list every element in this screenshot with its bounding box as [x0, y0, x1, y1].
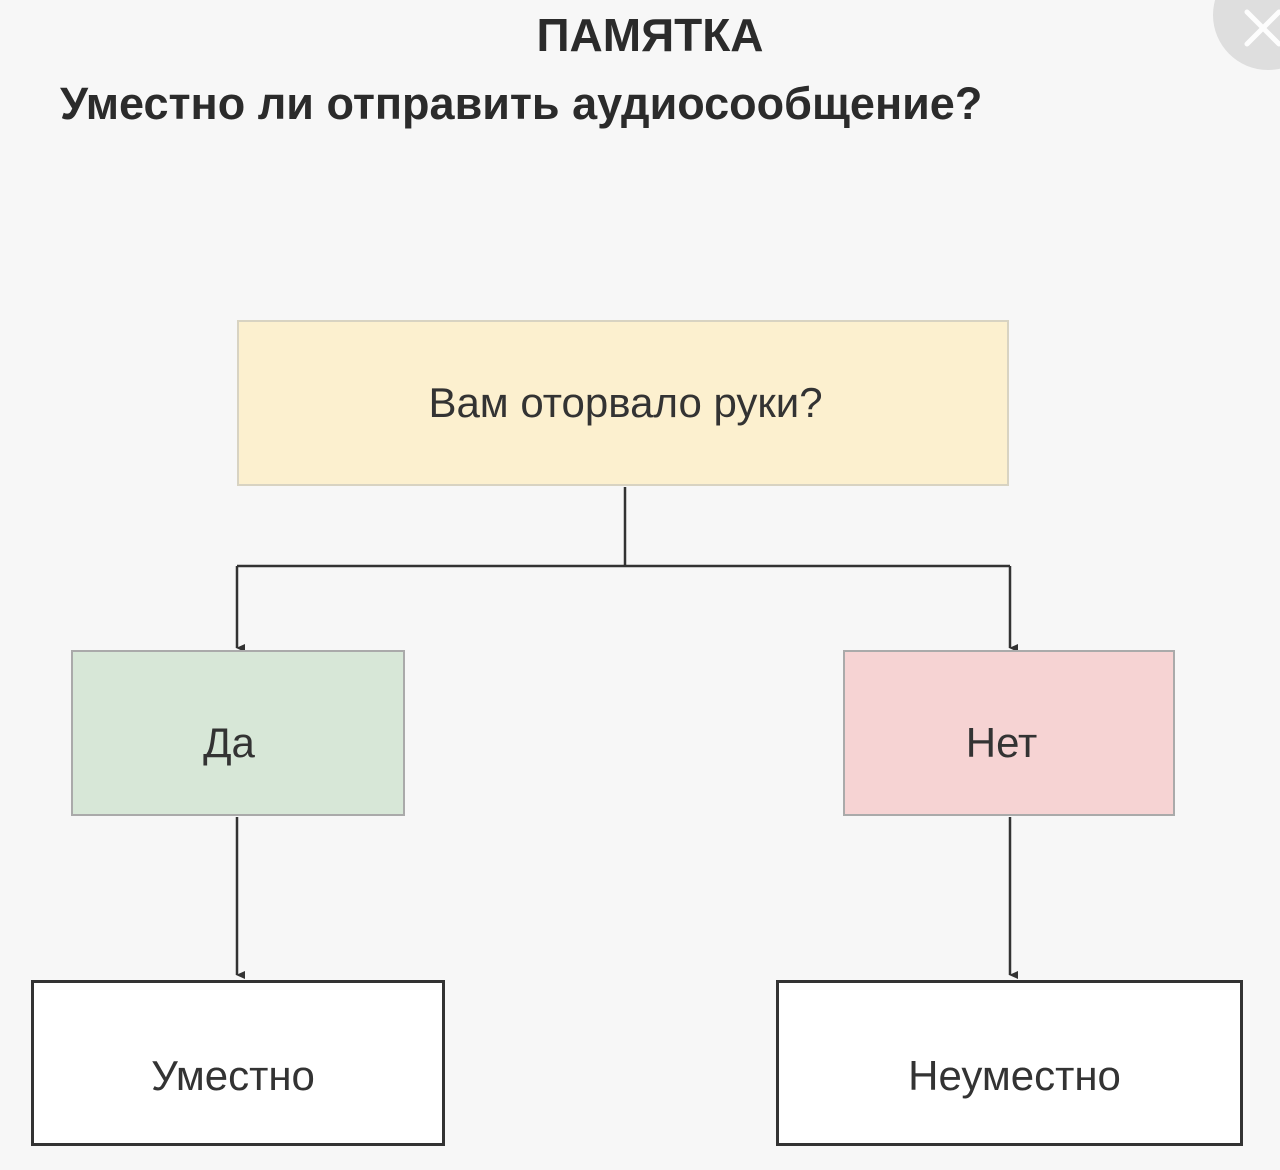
- yes-label: Да: [203, 719, 255, 766]
- close-icon: [1244, 9, 1280, 47]
- inappropriate-label: Неуместно: [908, 1051, 1121, 1099]
- inappropriate-node: Неуместно: [776, 980, 1243, 1146]
- yes-node: Да: [71, 650, 405, 816]
- no-node: Нет: [843, 650, 1175, 816]
- diagram-subtitle: Уместно ли отправить аудиосообщение?: [60, 78, 983, 129]
- appropriate-node: Уместно: [31, 980, 445, 1146]
- appropriate-label: Уместно: [151, 1051, 315, 1099]
- no-label: Нет: [965, 719, 1038, 766]
- question-label: Вам оторвало руки?: [428, 379, 823, 426]
- question-node: Вам оторвало руки?: [237, 320, 1009, 486]
- diagram-title: ПАМЯТКА: [536, 9, 764, 61]
